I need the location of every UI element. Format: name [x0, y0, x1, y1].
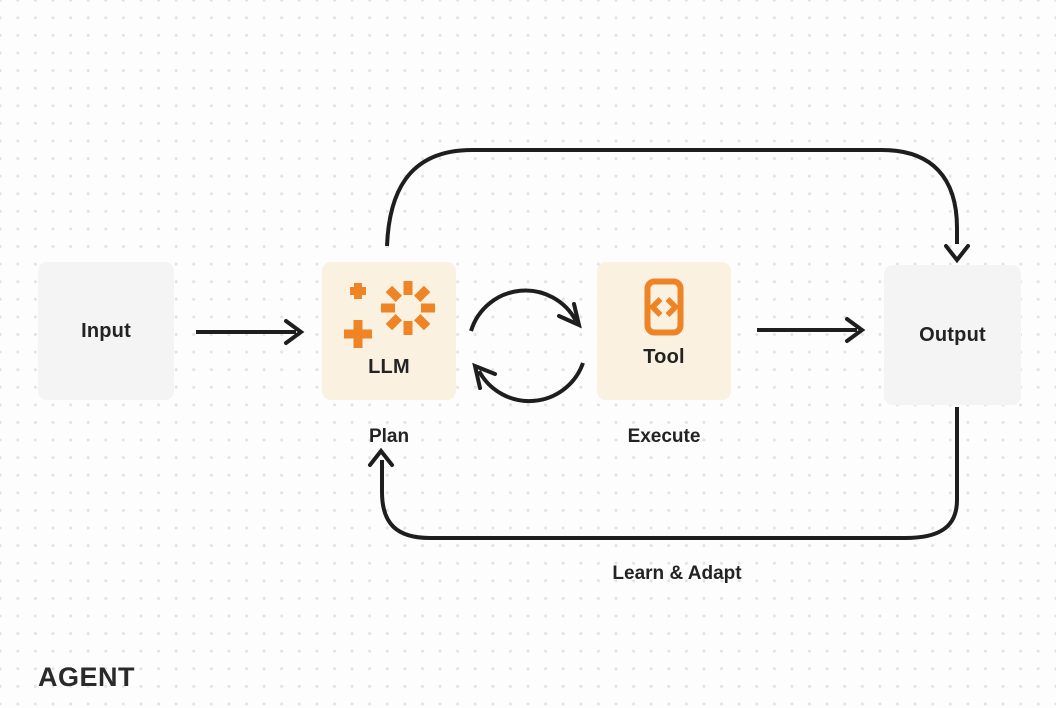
node-tool: Tool — [597, 262, 731, 400]
node-output: Output — [884, 265, 1021, 405]
arrow-llm-to-output-top-loop — [385, 148, 970, 264]
node-llm-label: LLM — [368, 356, 410, 378]
code-document-icon — [644, 278, 684, 336]
caption-plan: Plan — [368, 426, 410, 447]
caption-learn-adapt: Learn & Adapt — [612, 563, 742, 584]
node-input: Input — [38, 262, 174, 400]
arrow-input-to-llm — [196, 319, 305, 345]
node-output-label: Output — [919, 323, 986, 346]
diagram-title: AGENT — [38, 662, 135, 692]
node-input-label: Input — [81, 319, 131, 342]
arrow-tool-to-output — [757, 317, 866, 343]
arrow-feedback-bottom-loop — [368, 407, 959, 540]
node-llm: LLM — [322, 262, 456, 400]
caption-execute: Execute — [627, 426, 701, 447]
cycle-arrows-llm-tool — [469, 288, 585, 404]
sparkle-icon — [344, 281, 435, 348]
node-tool-label: Tool — [643, 346, 685, 368]
